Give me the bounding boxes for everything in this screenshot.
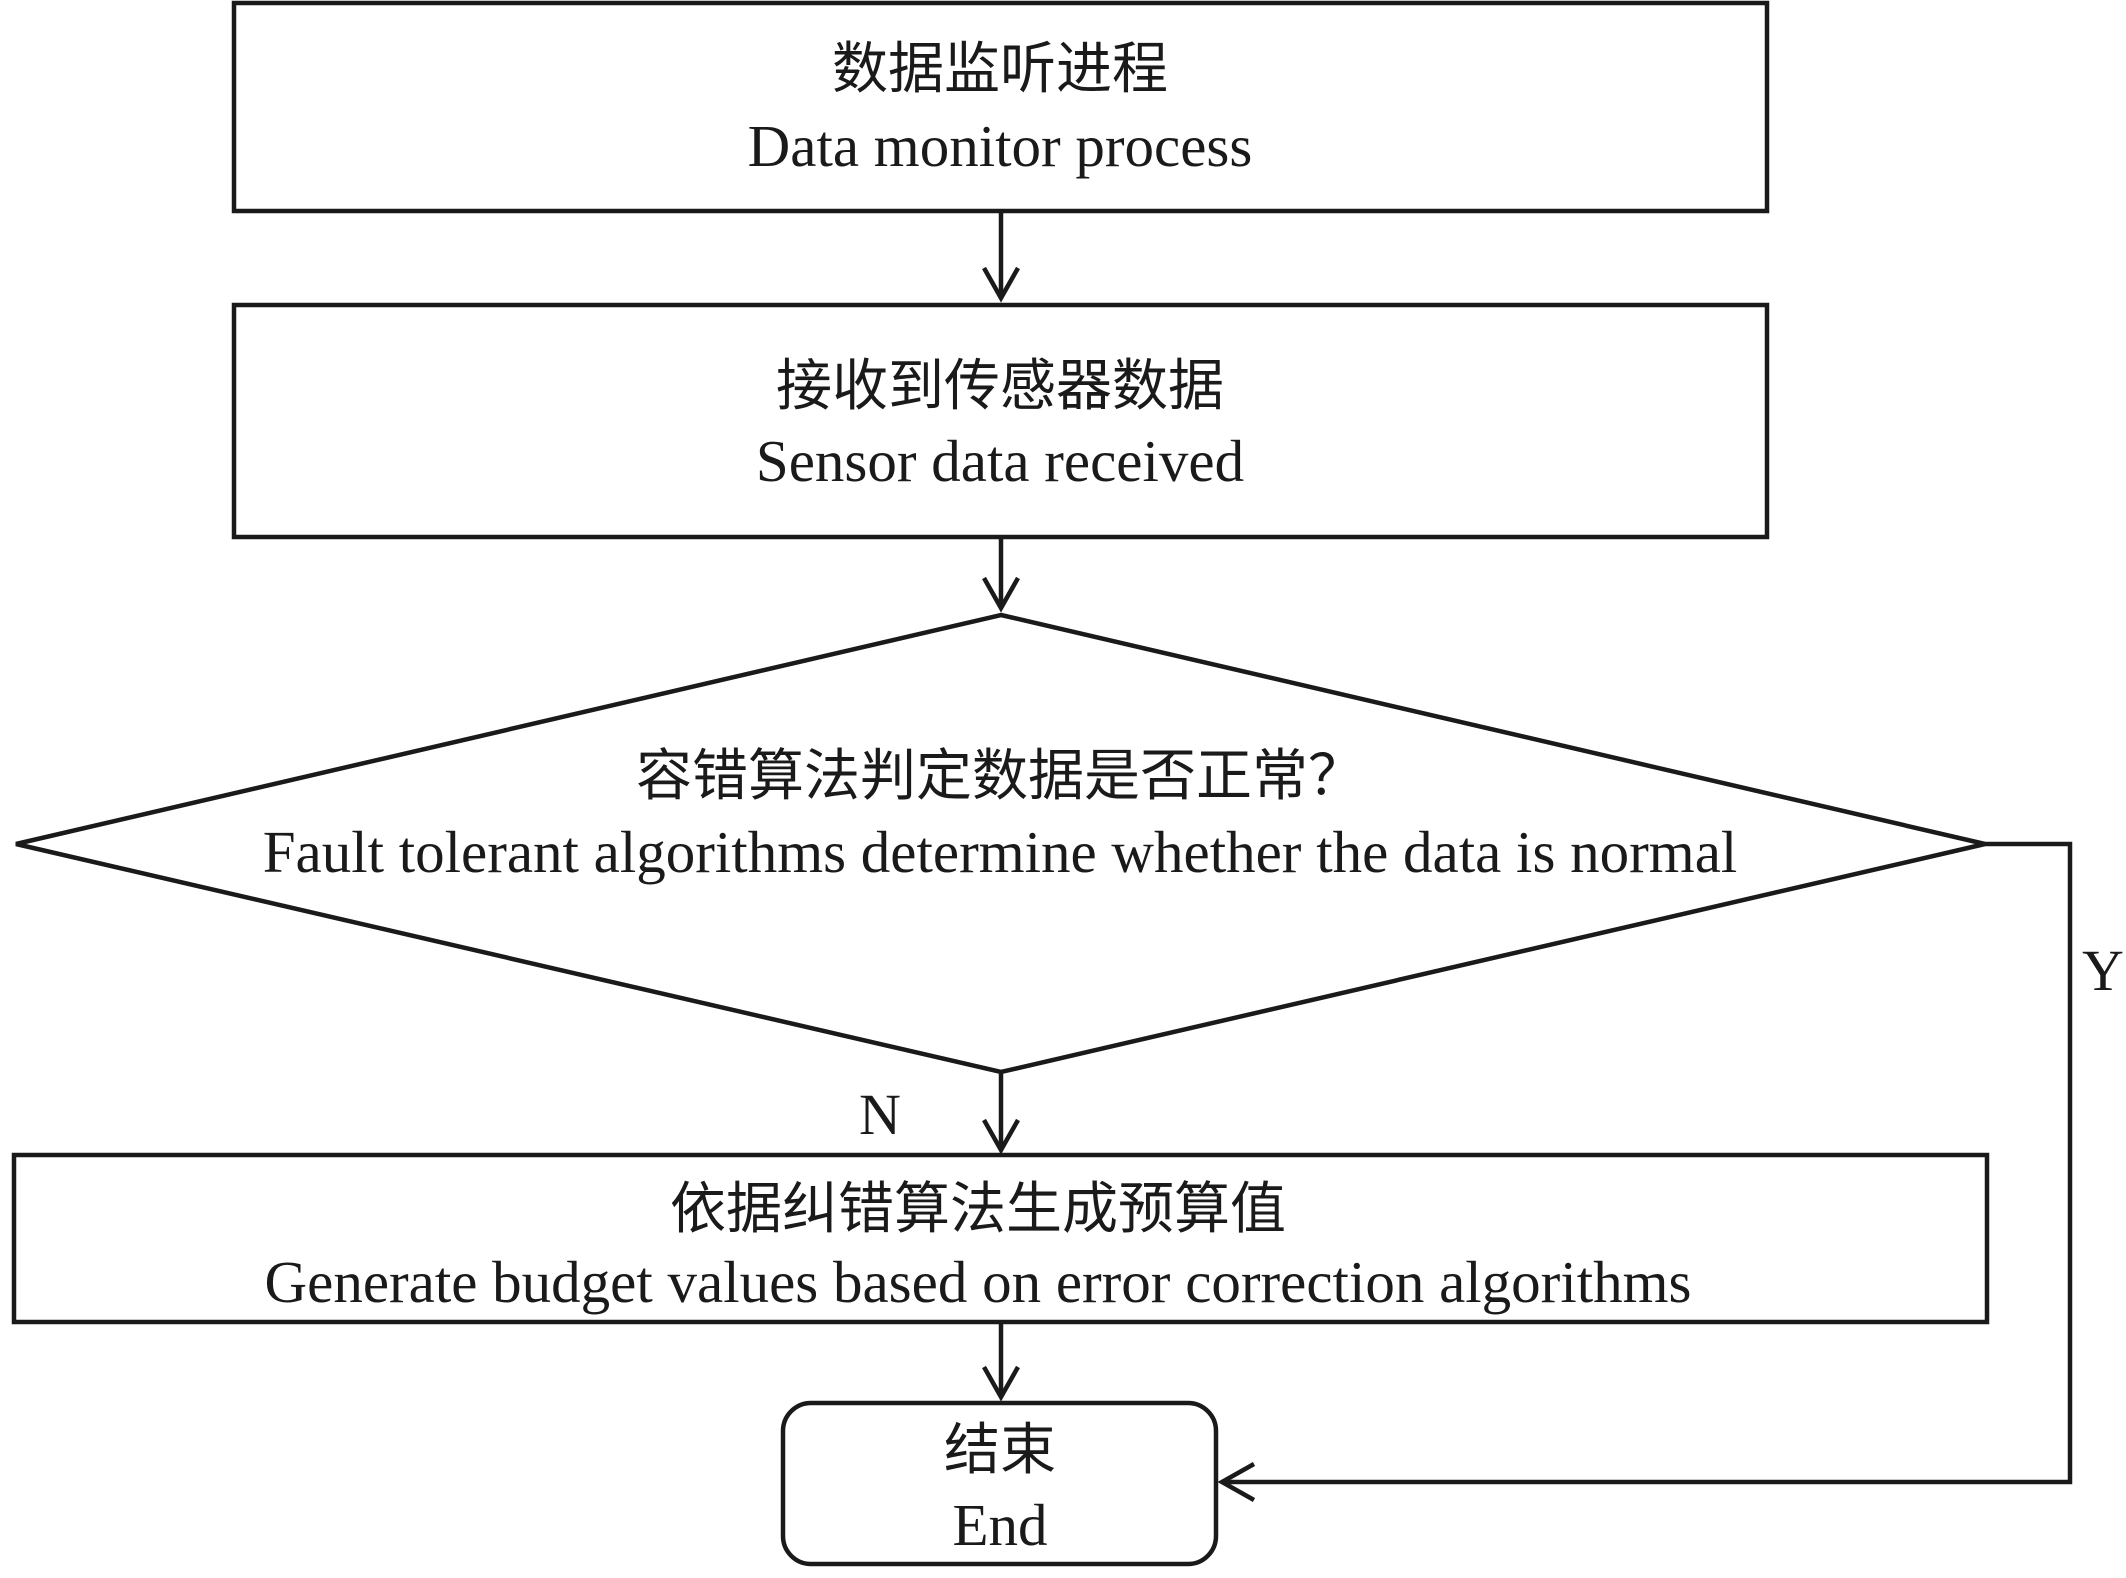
sensor-data-label-cn: 接收到传感器数据 <box>776 354 1224 419</box>
decision-label-cn: 容错算法判定数据是否正常？ <box>636 744 1364 809</box>
arrow-decision-yes-branch <box>1217 841 2073 1502</box>
arrow-generate-to-end <box>982 1322 1020 1402</box>
decision-label-en: Fault tolerant algorithms determine whet… <box>263 819 1738 885</box>
arrow-receive-to-decision <box>982 537 1020 613</box>
data-monitor-label-en: Data monitor process <box>748 113 1253 179</box>
data-monitor-label-cn: 数据监听进程 <box>832 37 1168 102</box>
branch-label-yes: Y <box>2082 938 2124 1003</box>
process-box-sensor-data-received: 接收到传感器数据 Sensor data received <box>231 302 1770 540</box>
end-label-en: End <box>952 1492 1047 1558</box>
arrow-decision-no-branch <box>982 1072 1020 1155</box>
decision-diamond-fault-tolerant: 容错算法判定数据是否正常？ Fault tolerant algorithms … <box>15 612 1986 1075</box>
branch-label-no: N <box>859 1082 901 1147</box>
process-box-generate-budget-values: 依据纠错算法生成预算值 Generate budget values based… <box>11 1152 1990 1325</box>
process-box-data-monitor: 数据监听进程 Data monitor process <box>231 0 1770 214</box>
arrow-monitor-to-receive <box>982 211 1020 303</box>
end-label-cn: 结束 <box>944 1418 1056 1483</box>
generate-label-cn: 依据纠错算法生成预算值 <box>670 1177 1286 1242</box>
terminator-end: 结束 End <box>780 1400 1219 1567</box>
sensor-data-label-en: Sensor data received <box>756 428 1244 494</box>
generate-label-en: Generate budget values based on error co… <box>265 1249 1692 1315</box>
